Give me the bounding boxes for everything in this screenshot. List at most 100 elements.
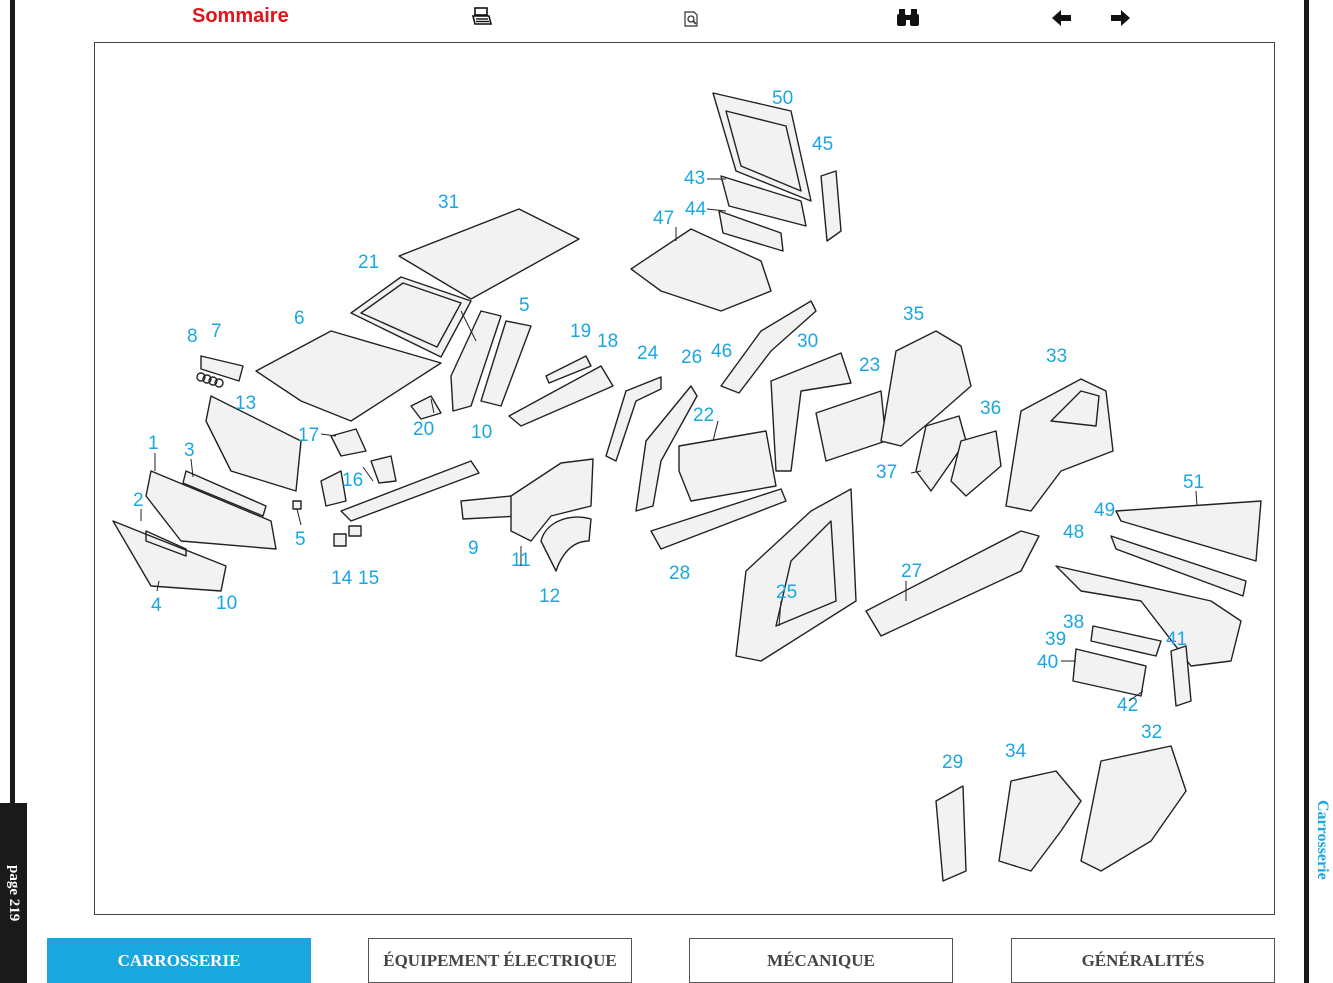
part-hood <box>255 330 442 422</box>
leader-lines <box>140 178 1198 702</box>
part-tailgate <box>712 92 812 202</box>
part-label: 4 <box>151 595 162 616</box>
search-binoculars-icon[interactable] <box>895 6 919 30</box>
tab-generalites[interactable]: GÉNÉRALITÉS <box>1011 938 1275 983</box>
part-rear-bumper <box>1055 565 1242 667</box>
part-label: 13 <box>235 393 256 414</box>
arrow-right-icon[interactable] <box>1108 6 1132 30</box>
part-b-pillar-24 <box>605 376 662 462</box>
part-label: 41 <box>1166 629 1187 650</box>
part-front-bumper <box>145 470 277 550</box>
part-c-pillar <box>720 300 817 394</box>
section-side-text: Carrosserie <box>1314 800 1331 880</box>
part-front-wing <box>510 458 594 542</box>
part-sill <box>865 530 1040 637</box>
part-label: 47 <box>653 208 674 229</box>
part-label: 26 <box>681 347 702 368</box>
part-b-pillar-26 <box>635 385 698 512</box>
left-border-bar <box>10 0 15 805</box>
part-grille <box>200 355 244 382</box>
part-quarter-32 <box>1080 745 1187 872</box>
part-label: 35 <box>903 304 924 325</box>
part-label: 34 <box>1005 741 1027 762</box>
part-rear-quarter-inner <box>880 330 972 447</box>
section-tabs: CARROSSERIE ÉQUIPEMENT ÉLECTRIQUE MÉCANI… <box>0 938 1300 983</box>
part-front-spoiler <box>112 520 227 592</box>
part-label: 46 <box>711 341 732 362</box>
sommaire-link[interactable]: Sommaire <box>192 5 289 27</box>
part-label: 25 <box>776 582 797 603</box>
part-label: 37 <box>876 462 897 483</box>
section-side-label: Carrosserie <box>1311 800 1333 930</box>
part-label: 20 <box>413 419 434 440</box>
part-number-labels: 1 2 3 4 5 5 6 7 8 9 10 10 11 12 13 14 15… <box>133 88 1204 773</box>
part-rear-door-frame <box>770 352 852 472</box>
part-label: 29 <box>942 752 963 773</box>
part-label: 36 <box>980 398 1001 419</box>
part-a-pillar-inner <box>480 320 532 407</box>
part-pillar-29 <box>935 785 967 882</box>
print-icon[interactable] <box>470 6 494 30</box>
part-label: 33 <box>1046 346 1067 367</box>
part-label: 7 <box>211 321 222 342</box>
part-label: 8 <box>187 326 198 347</box>
right-border-bar <box>1304 0 1309 983</box>
part-wheelhouse-34 <box>998 770 1082 872</box>
part-label: 30 <box>797 331 818 352</box>
part-front-panel <box>205 395 302 492</box>
body-parts-diagram: 1 2 3 4 5 5 6 7 8 9 10 10 11 12 13 14 15… <box>112 88 1262 882</box>
part-label: 42 <box>1117 695 1138 716</box>
part-front-rail <box>340 460 480 522</box>
part-label: 50 <box>772 88 793 109</box>
part-quarter-panel <box>1005 378 1114 512</box>
part-label: 18 <box>597 331 618 352</box>
part-label: 51 <box>1183 472 1204 493</box>
part-label: 2 <box>133 490 144 511</box>
part-label: 5 <box>519 295 530 316</box>
part-label: 44 <box>685 199 707 220</box>
part-label: 49 <box>1094 500 1115 521</box>
part-rear-floor <box>630 228 772 312</box>
page-number-tab: page 219 <box>0 803 27 983</box>
part-label: 40 <box>1037 652 1058 673</box>
preview-icon[interactable] <box>681 6 705 30</box>
part-a-pillar <box>450 310 502 412</box>
tab-mecanique[interactable]: MÉCANIQUE <box>689 938 953 983</box>
part-label: 17 <box>298 425 319 446</box>
part-label: 28 <box>669 563 690 584</box>
part-label: 38 <box>1063 612 1084 633</box>
part-wheel-liner <box>540 516 592 572</box>
part-inner-rail <box>508 365 614 427</box>
part-rocker <box>650 488 787 550</box>
part-label: 9 <box>468 538 479 559</box>
part-label: 45 <box>812 134 833 155</box>
tab-carrosserie[interactable]: CARROSSERIE <box>47 938 311 983</box>
tab-equipement-electrique[interactable]: ÉQUIPEMENT ÉLECTRIQUE <box>368 938 632 983</box>
part-label: 43 <box>684 168 705 189</box>
part-label: 27 <box>901 561 922 582</box>
part-label: 24 <box>637 343 659 364</box>
part-label: 6 <box>294 308 305 329</box>
arrow-left-icon[interactable] <box>1050 6 1074 30</box>
part-label: 22 <box>693 405 714 426</box>
part-windshield <box>350 276 472 358</box>
part-label: 15 <box>358 568 379 589</box>
part-label: 31 <box>438 192 459 213</box>
part-label: 39 <box>1045 629 1066 650</box>
part-label: 32 <box>1141 722 1162 743</box>
part-label: 1 <box>148 433 159 454</box>
part-label: 23 <box>859 355 880 376</box>
part-label: 21 <box>358 252 379 273</box>
part-label: 10 <box>471 422 492 443</box>
part-front-door <box>678 430 777 502</box>
part-roof <box>398 208 580 300</box>
part-label: 16 <box>342 470 363 491</box>
part-label: 12 <box>539 586 560 607</box>
part-label: 19 <box>570 321 591 342</box>
part-strut <box>330 428 367 457</box>
part-label: 14 <box>331 568 353 589</box>
part-rear-door <box>815 390 887 462</box>
part-bumper-strip <box>182 470 267 517</box>
toolbar: Sommaire <box>0 0 1300 38</box>
part-label: 48 <box>1063 522 1084 543</box>
